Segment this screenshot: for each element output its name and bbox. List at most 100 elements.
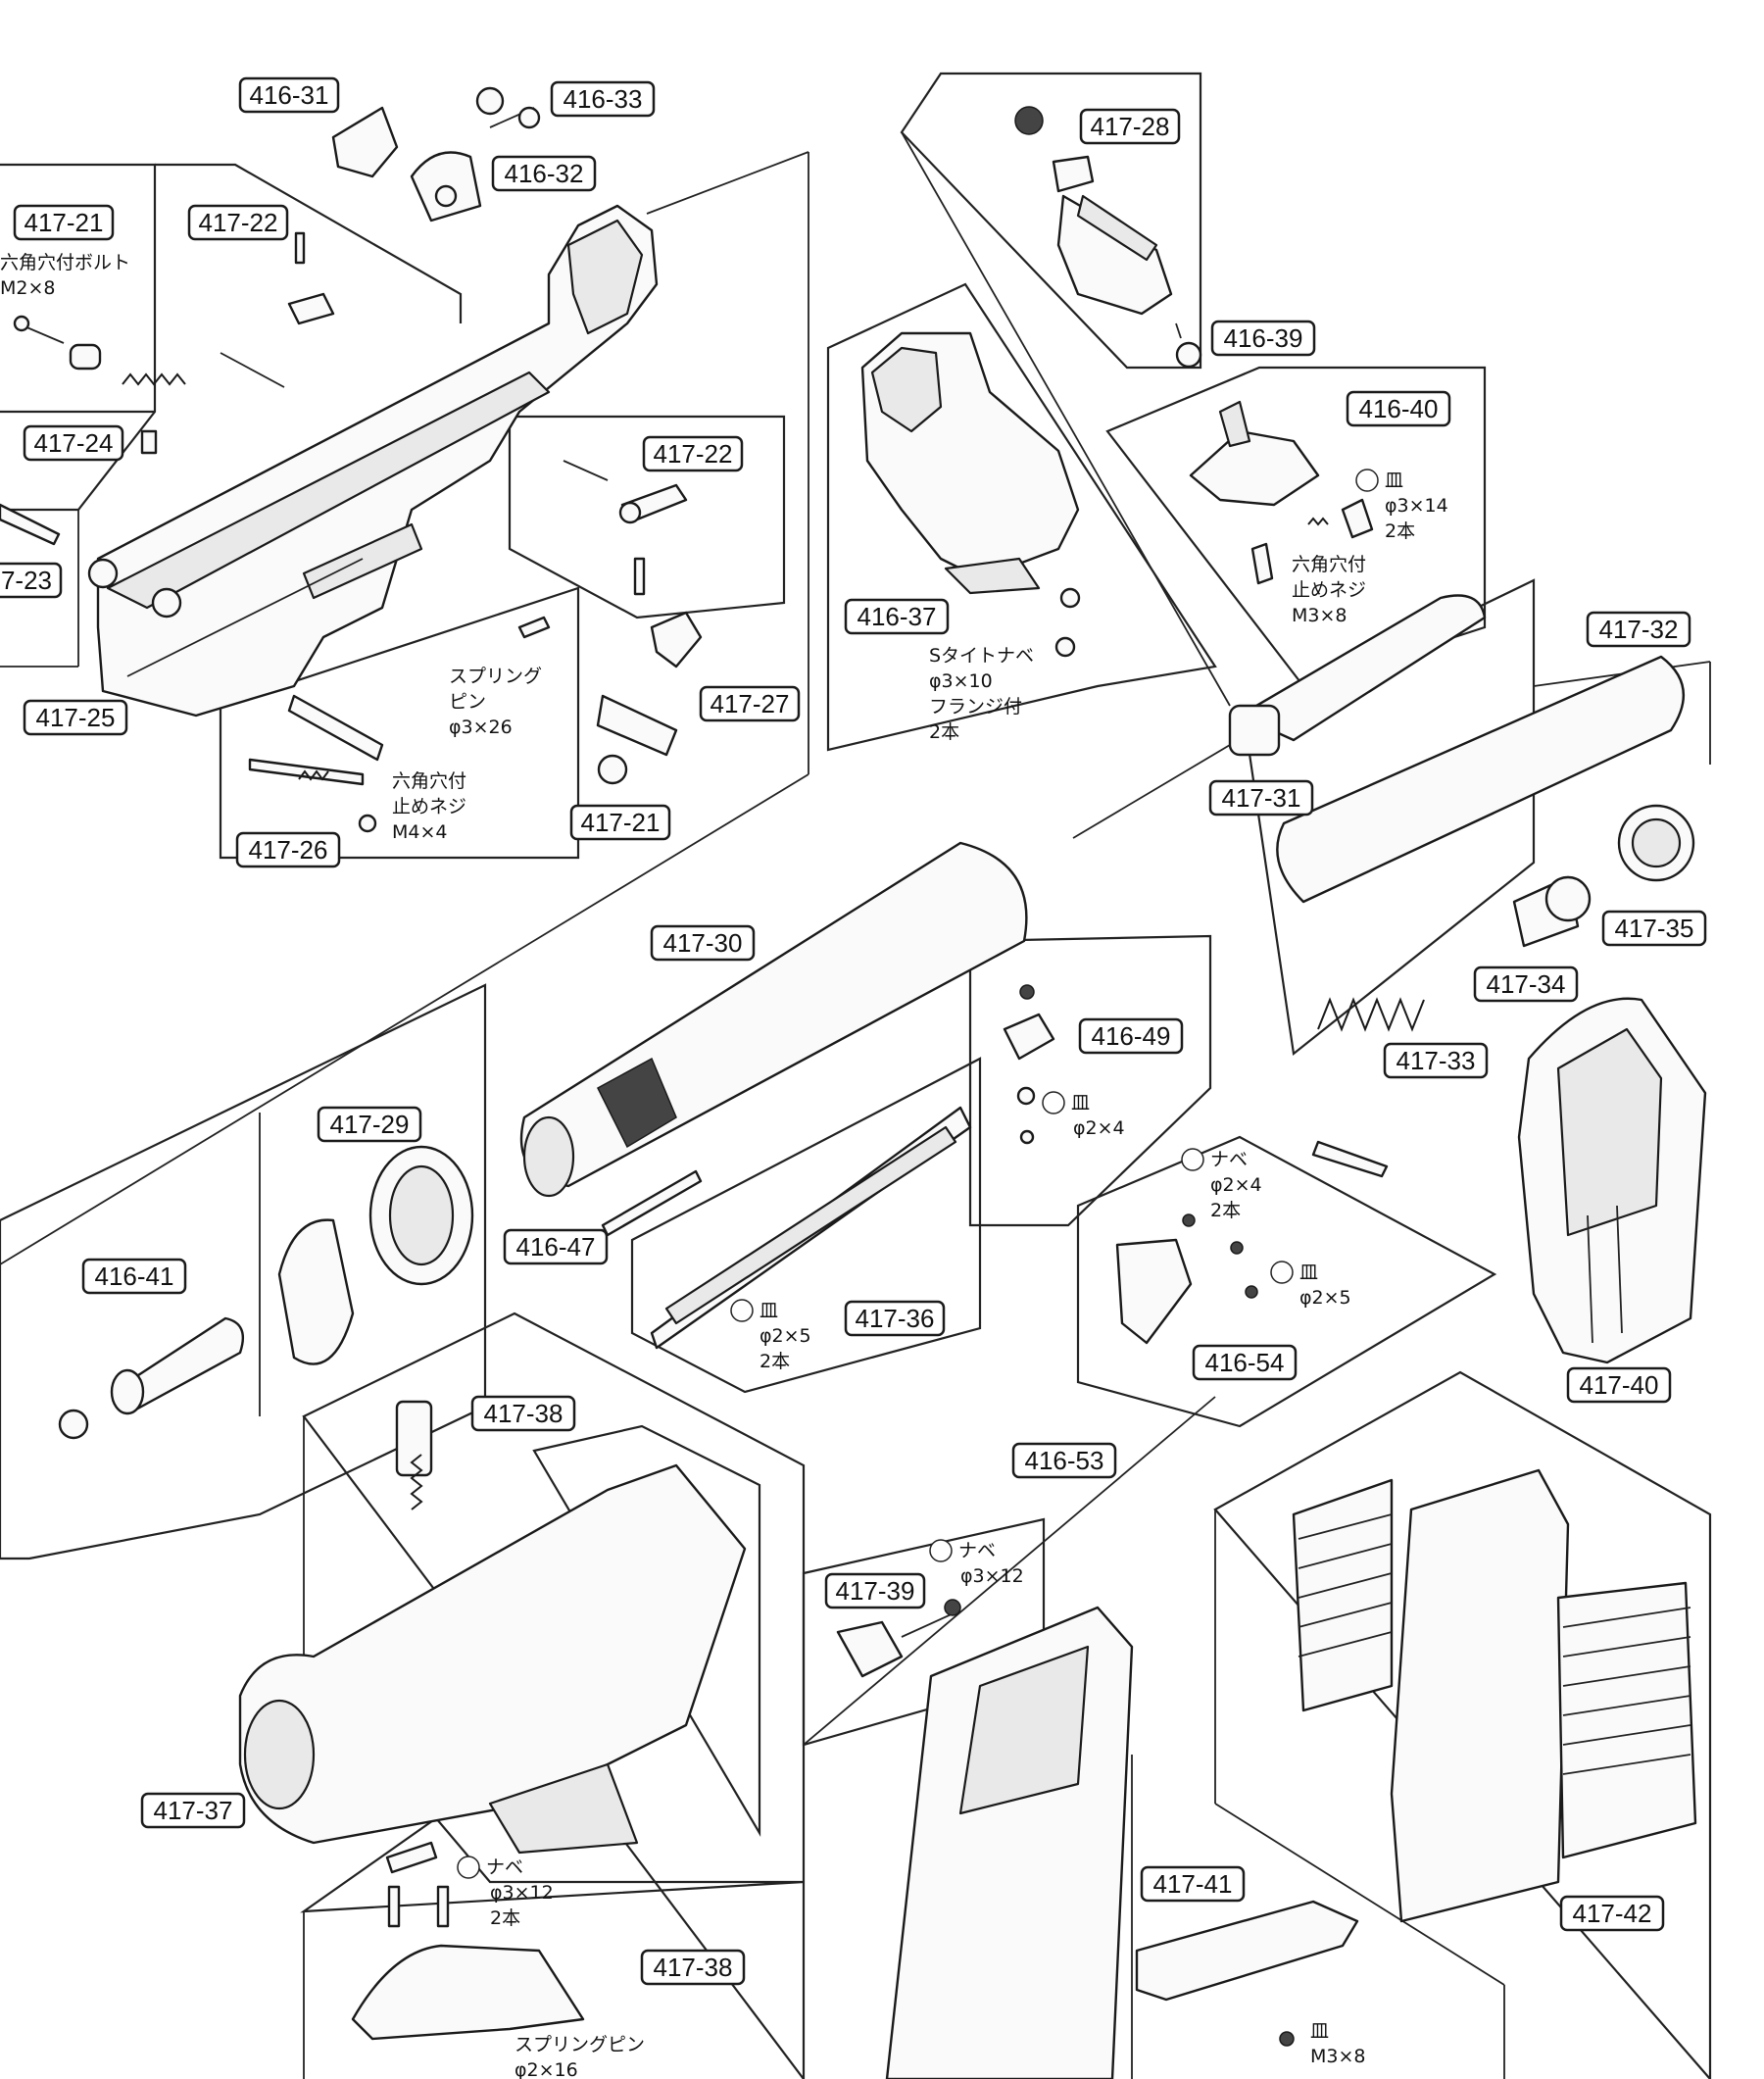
svg-text:417-37: 417-37 xyxy=(154,1796,233,1825)
note-flat-screw-2x5-2pcs: 皿 φ2×5 2本 xyxy=(730,1299,811,1372)
label-417-42: 417-42 xyxy=(1559,1895,1665,1932)
note-flat-screw-m3x8: 皿 M3×8 xyxy=(1310,2020,1366,2067)
svg-text:ナベ: ナベ xyxy=(958,1540,996,1561)
svg-text:スプリングピン: スプリングピン xyxy=(514,2034,645,2055)
note-flat-screw-3x14: 皿 φ3×14 2本 xyxy=(1355,469,1448,542)
label-416-31: 416-31 xyxy=(238,76,340,114)
label-416-41: 416-41 xyxy=(81,1258,187,1295)
svg-text:417-35: 417-35 xyxy=(1615,914,1694,943)
svg-text:φ2×5: φ2×5 xyxy=(760,1325,811,1347)
label-416-49: 416-49 xyxy=(1078,1017,1184,1055)
svg-text:416-49: 416-49 xyxy=(1092,1021,1171,1051)
svg-text:2本: 2本 xyxy=(929,721,959,743)
note-pan-screw-2x4: ナベ φ2×4 2本 xyxy=(1181,1148,1262,1221)
svg-text:M3×8: M3×8 xyxy=(1310,2046,1366,2067)
svg-text:417-34: 417-34 xyxy=(1487,969,1566,999)
end-plate-parts xyxy=(58,1145,474,1440)
svg-text:2本: 2本 xyxy=(1210,1200,1241,1221)
svg-text:416-33: 416-33 xyxy=(564,84,643,114)
svg-text:φ3×12: φ3×12 xyxy=(960,1565,1024,1587)
svg-text:417-40: 417-40 xyxy=(1580,1370,1659,1400)
label-417-36: 417-36 xyxy=(844,1300,946,1337)
label-416-33: 416-33 xyxy=(550,80,656,118)
label-416-39: 416-39 xyxy=(1210,320,1316,357)
svg-text:416-54: 416-54 xyxy=(1205,1348,1285,1377)
svg-text:皿: 皿 xyxy=(760,1300,778,1321)
svg-text:417-30: 417-30 xyxy=(663,928,743,958)
magazine-with-rounds xyxy=(1292,1468,1697,1923)
svg-text:φ2×4: φ2×4 xyxy=(1073,1117,1125,1139)
label-417-25: 417-25 xyxy=(23,699,128,736)
svg-text:皿: 皿 xyxy=(1299,1262,1318,1283)
buttstock xyxy=(1517,997,1707,1364)
section-outlines xyxy=(0,72,1712,2079)
buffer-small-parts xyxy=(1003,984,1389,1345)
label-416-47: 416-47 xyxy=(503,1228,609,1265)
svg-text:2本: 2本 xyxy=(1385,520,1415,542)
svg-text:7-23: 7-23 xyxy=(1,566,52,595)
svg-text:六角穴付: 六角穴付 xyxy=(1292,554,1366,575)
note-pan-screw-3x12-2pcs: ナベ φ3×12 2本 xyxy=(457,1856,554,1929)
label-417-41: 417-41 xyxy=(1140,1865,1246,1903)
label-417-38: 417-38 xyxy=(640,1949,746,1986)
svg-text:皿: 皿 xyxy=(1385,470,1403,491)
label-417-33: 417-33 xyxy=(1383,1042,1489,1079)
note-bolt-m2x8: 六角穴付ボルト M2×8 xyxy=(0,252,130,299)
svg-text:417-38: 417-38 xyxy=(484,1399,564,1428)
label-417-29: 417-29 xyxy=(317,1106,422,1143)
svg-text:417-31: 417-31 xyxy=(1222,783,1301,813)
label-417-31: 417-31 xyxy=(1208,779,1314,817)
svg-text:416-53: 416-53 xyxy=(1025,1446,1104,1475)
magazine xyxy=(885,1606,1359,2079)
svg-text:φ3×26: φ3×26 xyxy=(449,717,513,738)
label-416-37: 416-37 xyxy=(844,598,950,635)
svg-text:M2×8: M2×8 xyxy=(0,277,56,299)
svg-text:M4×4: M4×4 xyxy=(392,821,448,843)
svg-text:417-28: 417-28 xyxy=(1091,112,1170,141)
svg-text:417-25: 417-25 xyxy=(36,703,116,732)
label-417-28: 417-28 xyxy=(1079,108,1181,145)
svg-text:2本: 2本 xyxy=(760,1351,790,1372)
label-417-32: 417-32 xyxy=(1586,611,1691,648)
lower-small-parts xyxy=(0,86,541,546)
svg-text:φ3×10: φ3×10 xyxy=(929,670,993,692)
note-spring-pin-2x16: スプリングピン φ2×16 xyxy=(514,2034,645,2079)
label-417-40: 417-40 xyxy=(1566,1366,1672,1404)
selector-and-pins xyxy=(248,460,703,833)
stock-pipe-assembly xyxy=(1072,594,1695,1032)
svg-text:417-41: 417-41 xyxy=(1153,1869,1233,1899)
pistol-grip xyxy=(860,331,1081,658)
svg-text:ピン: ピン xyxy=(449,691,486,713)
svg-text:417-36: 417-36 xyxy=(856,1304,935,1333)
note-set-screw-m3x8: 六角穴付 止めネジ M3×8 xyxy=(1292,554,1366,626)
label-417-37: 417-37 xyxy=(140,1792,246,1829)
svg-text:416-31: 416-31 xyxy=(250,80,329,110)
lower-receiver xyxy=(87,204,659,718)
svg-text:M3×8: M3×8 xyxy=(1292,605,1348,626)
svg-text:六角穴付ボルト: 六角穴付ボルト xyxy=(0,252,130,273)
label-417-22: 417-22 xyxy=(642,435,744,472)
svg-text:416-39: 416-39 xyxy=(1224,323,1303,353)
label-417-23: 7-23 xyxy=(0,562,63,599)
motor xyxy=(1014,106,1202,369)
magazine-catch xyxy=(836,1599,961,1678)
note-pan-screw-3x12: ナベ φ3×12 xyxy=(929,1539,1024,1587)
label-416-53: 416-53 xyxy=(1011,1442,1117,1479)
svg-text:φ3×14: φ3×14 xyxy=(1385,495,1448,517)
label-416-40: 416-40 xyxy=(1346,390,1451,427)
svg-text:417-39: 417-39 xyxy=(836,1576,915,1606)
svg-text:ナベ: ナベ xyxy=(486,1856,523,1878)
collapsible-stock xyxy=(238,1400,747,2041)
svg-text:417-21: 417-21 xyxy=(24,208,104,237)
svg-text:スプリング: スプリング xyxy=(449,666,542,687)
svg-text:417-24: 417-24 xyxy=(34,428,114,458)
label-416-32: 416-32 xyxy=(491,155,597,192)
label-417-39: 417-39 xyxy=(824,1572,926,1609)
note-set-screw-m4x4: 六角穴付 止めネジ M4×4 xyxy=(392,770,466,843)
svg-text:止めネジ: 止めネジ xyxy=(1292,579,1366,601)
label-417-30: 417-30 xyxy=(650,924,756,962)
svg-text:皿: 皿 xyxy=(1071,1092,1090,1114)
label-417-24: 417-24 xyxy=(23,424,124,462)
label-417-22: 417-22 xyxy=(187,204,289,241)
